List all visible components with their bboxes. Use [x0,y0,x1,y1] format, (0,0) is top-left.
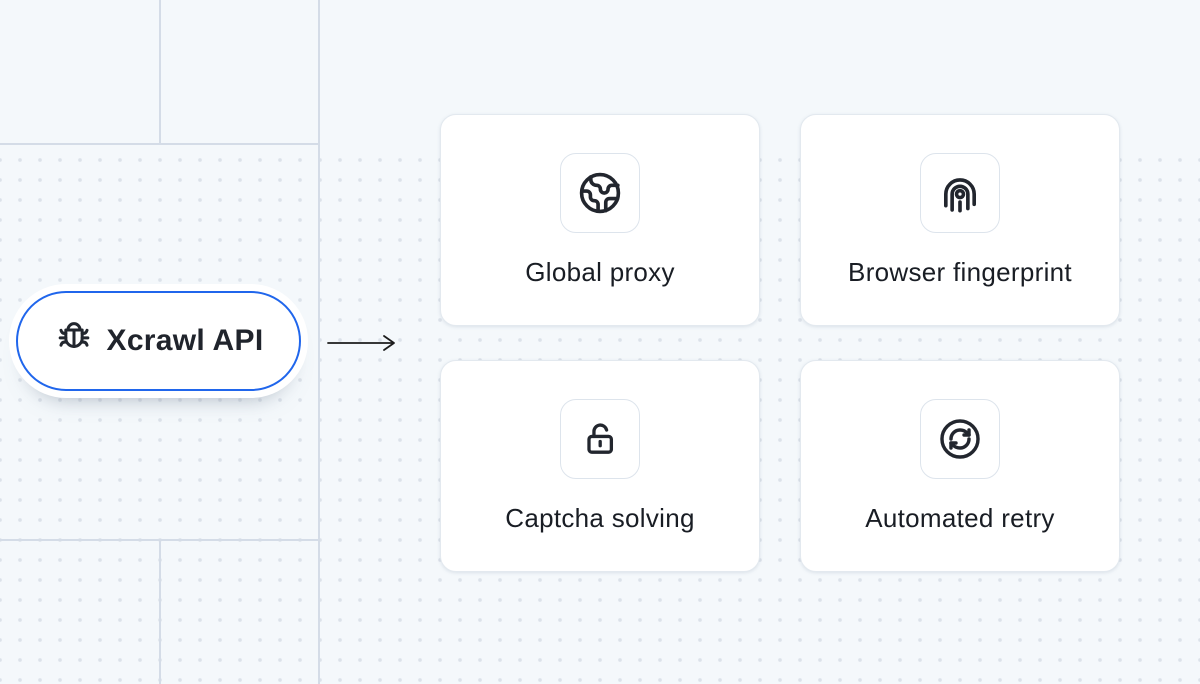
fingerprint-icon [920,153,1000,233]
xcrawl-api-label: Xcrawl API [106,324,264,357]
refresh-icon [920,399,1000,479]
unlock-icon [560,399,640,479]
grid-line-vertical-top-left [159,0,161,143]
feature-card-global-proxy: Global proxy [440,114,760,326]
xcrawl-api-node: Xcrawl API [16,291,301,391]
globe-icon [560,153,640,233]
feature-card-grid: Global proxy Browser fingerprint [440,114,1120,572]
grid-line-vertical-full [318,0,320,684]
feature-label: Captcha solving [505,503,695,533]
feature-card-automated-retry: Automated retry [800,360,1120,572]
feature-card-captcha-solving: Captcha solving [440,360,760,572]
feature-label: Global proxy [525,257,675,287]
feature-label: Automated retry [865,503,1055,533]
grid-line-horizontal-lower [0,539,320,541]
grid-line-horizontal-upper [0,143,320,145]
connector-arrow-icon [327,335,395,351]
feature-label: Browser fingerprint [848,257,1072,287]
grid-line-vertical-bottom-left [159,541,161,684]
bug-icon [54,319,94,364]
feature-card-browser-fingerprint: Browser fingerprint [800,114,1120,326]
